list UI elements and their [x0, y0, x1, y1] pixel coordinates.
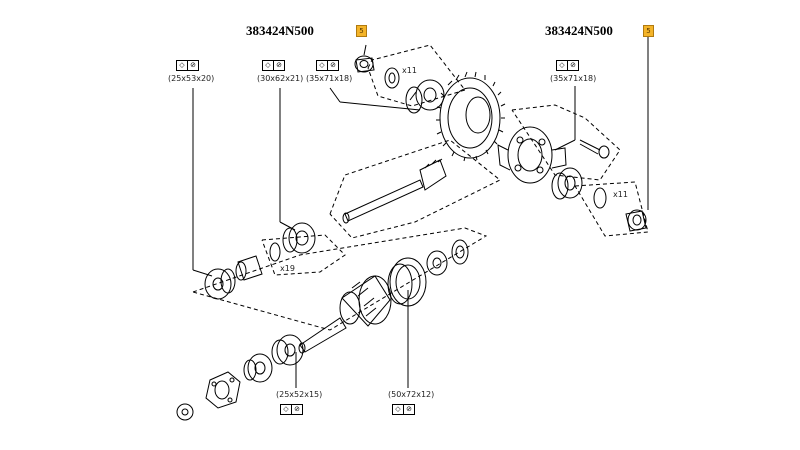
symbol-box-right: ◇ ⊘: [556, 60, 579, 71]
symbol-box-big: ◇ ⊘: [392, 404, 415, 415]
spacer-sleeve: [235, 255, 263, 281]
right-shim: [593, 187, 607, 209]
right-bearing: [551, 167, 583, 200]
symbol-box-lower: ◇ ⊘: [280, 404, 303, 415]
top-bearing: [405, 79, 445, 114]
badge-right: 5: [643, 25, 654, 37]
badge-left: 5: [356, 25, 367, 37]
dimension-bearing-lower: (25x52x15): [276, 390, 323, 399]
part-number-right: 383424N500: [545, 23, 613, 38]
dimension-bearing-right: (35x71x18): [550, 74, 597, 83]
symbol-box-left: ◇ ⊘: [176, 60, 199, 71]
top-bearing-cup: [354, 55, 375, 73]
slash-circle-icon: ⊘: [403, 404, 415, 415]
crown-gear: [436, 71, 506, 162]
pinion-shaft: [342, 158, 447, 224]
lower-hub: [243, 353, 273, 383]
output-flange: [205, 371, 241, 409]
lower-bearing: [271, 334, 304, 366]
clutch-drum: [339, 275, 392, 327]
mid-bearing: [282, 222, 316, 254]
slash-circle-icon: ⊘: [567, 60, 579, 71]
quantity-top-shim: x11: [402, 66, 417, 75]
quantity-right-shim: x11: [613, 190, 628, 199]
differential-case: [497, 126, 567, 184]
slash-circle-icon: ⊘: [273, 60, 285, 71]
small-nut: [176, 403, 194, 421]
dimension-bearing-mid: (30x62x21): [257, 74, 304, 83]
slash-circle-icon: ⊘: [327, 60, 339, 71]
top-shim: [384, 67, 400, 89]
dimension-bearing-big: (50x72x12): [388, 390, 435, 399]
leader-lines: [192, 36, 649, 388]
symbol-box-mid: ◇ ⊘: [262, 60, 285, 71]
part-number-left: 383424N500: [246, 23, 314, 38]
symbol-box-top: ◇ ⊘: [316, 60, 339, 71]
slash-circle-icon: ⊘: [291, 404, 303, 415]
slash-circle-icon: ⊘: [187, 60, 199, 71]
splined-shaft: [298, 317, 347, 354]
lower-nut: [426, 250, 448, 276]
mid-shim: [269, 242, 281, 262]
dimension-bearing-top: (35x71x18): [306, 74, 353, 83]
lower-washer: [451, 239, 469, 265]
left-bearing: [204, 268, 236, 300]
big-ring-bearing: [387, 257, 427, 307]
quantity-mid-shim: x19: [280, 264, 295, 273]
bolt: [579, 139, 610, 159]
right-bearing-cup: [625, 209, 647, 232]
dimension-bearing-left: (25x53x20): [168, 74, 215, 83]
assembly-outline: [192, 44, 649, 331]
